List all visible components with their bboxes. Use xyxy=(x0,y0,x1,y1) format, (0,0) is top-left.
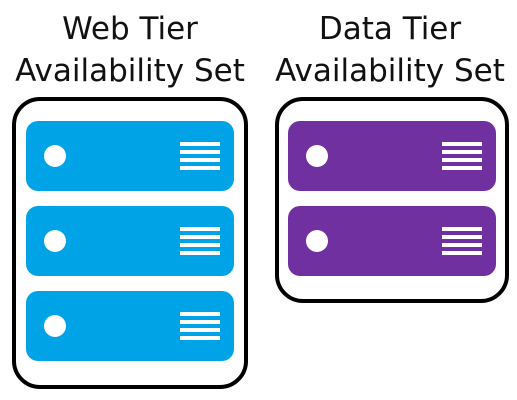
data-tier-title-line1: Data Tier xyxy=(318,11,462,47)
server-rack-lines-icon xyxy=(180,227,220,255)
server-rack-lines-icon xyxy=(442,227,482,255)
web-server-3-icon xyxy=(26,291,234,361)
web-tier-title-line2: Availability Set xyxy=(15,53,245,89)
server-rack-lines-icon xyxy=(180,142,220,170)
web-server-2-icon xyxy=(26,206,234,276)
web-tier-title: Web Tier Availability Set xyxy=(10,8,250,92)
data-server-2-icon xyxy=(288,206,496,276)
data-server-1-icon xyxy=(288,121,496,191)
server-status-dot-icon xyxy=(44,230,66,252)
server-status-dot-icon xyxy=(306,145,328,167)
server-rack-lines-icon xyxy=(442,142,482,170)
server-status-dot-icon xyxy=(44,315,66,337)
web-tier-title-line1: Web Tier xyxy=(62,11,198,47)
server-rack-lines-icon xyxy=(180,312,220,340)
server-status-dot-icon xyxy=(44,145,66,167)
server-status-dot-icon xyxy=(306,230,328,252)
data-tier-title-line2: Availability Set xyxy=(275,53,505,89)
data-tier-title: Data Tier Availability Set xyxy=(268,8,512,92)
web-server-1-icon xyxy=(26,121,234,191)
